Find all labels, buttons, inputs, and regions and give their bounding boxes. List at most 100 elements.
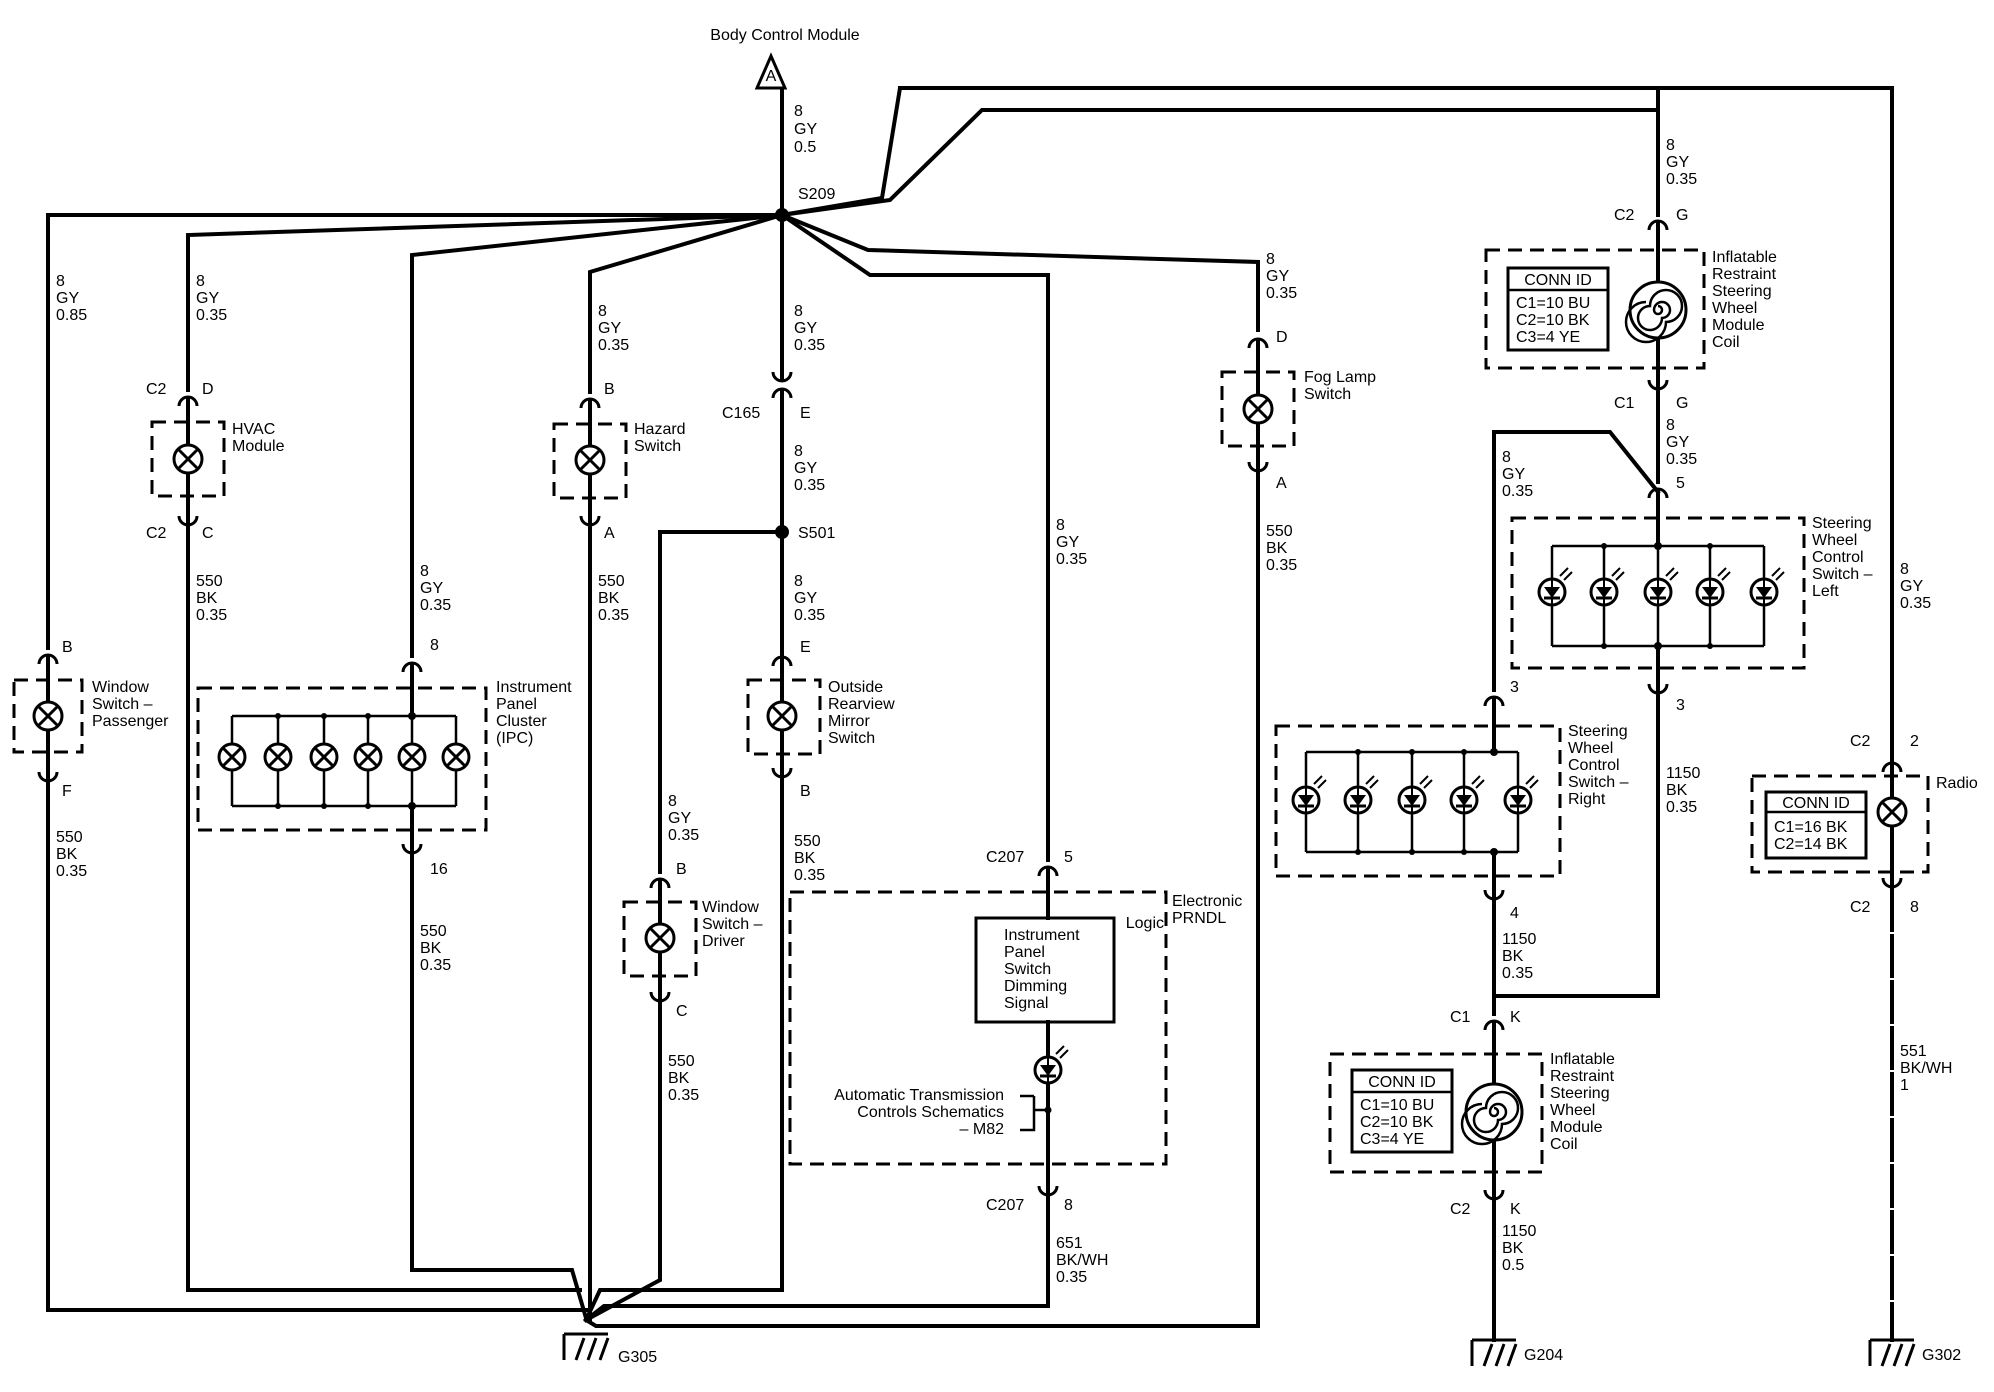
svg-text:0.35: 0.35 [794, 477, 825, 494]
fog-connector-a [1247, 456, 1269, 474]
svg-text:GY: GY [1266, 268, 1289, 285]
pin-k-label: K [1510, 1201, 1521, 1218]
svg-text:8: 8 [598, 303, 607, 320]
coil-lower-connector-k-top [1483, 1018, 1505, 1036]
svg-text:GY: GY [1900, 578, 1923, 595]
svg-text:Panel: Panel [1004, 944, 1045, 961]
svg-text:Switch: Switch [1004, 961, 1051, 978]
wire-ipc-ground [410, 854, 589, 1321]
coil-upper-connector-g-bottom [1647, 374, 1669, 392]
svg-text:550: 550 [196, 573, 223, 590]
svg-text:Inflatable: Inflatable [1550, 1051, 1615, 1068]
svg-text:8: 8 [420, 563, 429, 580]
ipc-connector-8 [401, 660, 423, 678]
hvac-c2-bottom: C2 [146, 525, 167, 542]
svg-text:0.35: 0.35 [1056, 1269, 1087, 1286]
wire-label-radio-gy: 8 GY 0.35 [1900, 561, 1931, 612]
svg-text:Coil: Coil [1712, 334, 1740, 351]
svg-text:BK: BK [196, 590, 218, 607]
svg-text:0.35: 0.35 [1900, 595, 1931, 612]
swc-right-led-array [1291, 708, 1540, 894]
prndl-led-icon [1033, 1044, 1070, 1085]
svg-text:8: 8 [1266, 251, 1275, 268]
svg-text:Switch –: Switch – [92, 696, 153, 713]
pin-b-label: B [800, 783, 811, 800]
hvac-connector-d [177, 394, 199, 412]
svg-text:550: 550 [420, 923, 447, 940]
svg-text:Passenger: Passenger [92, 713, 169, 730]
pin-a-label: A [604, 525, 615, 542]
pin-16-label: 16 [430, 861, 448, 878]
svg-text:Mirror: Mirror [828, 713, 870, 730]
wire-s501-driver [658, 530, 784, 874]
svg-text:0.35: 0.35 [1666, 171, 1697, 188]
svg-text:Wheel: Wheel [1812, 532, 1857, 549]
pin-e-label: E [800, 639, 811, 656]
svg-text:Rearview: Rearview [828, 696, 895, 713]
swc-left-led-array [1537, 500, 1786, 688]
c207-connector-5 [1037, 864, 1059, 882]
bcm-label: Body Control Module [710, 27, 860, 44]
ipc-label: Instrument Panel Cluster (IPC) [496, 679, 572, 747]
svg-text:C3=4 YE: C3=4 YE [1360, 1131, 1424, 1148]
svg-text:8: 8 [1502, 449, 1511, 466]
svg-text:GY: GY [1666, 434, 1689, 451]
svg-text:GY: GY [598, 320, 621, 337]
coil-lower-label: Inflatable Restraint Steering Wheel Modu… [1550, 1051, 1615, 1153]
svg-text:0.35: 0.35 [794, 867, 825, 884]
svg-text:PRNDL: PRNDL [1172, 910, 1226, 927]
wire-label-coil-mid-gy: 8 GY 0.35 [1666, 417, 1697, 468]
svg-text:8: 8 [56, 273, 65, 290]
wire-radio-feed [898, 86, 1894, 762]
wire-label-center-gy-top: 8 GY 0.35 [794, 303, 825, 354]
svg-text:C1=16 BK: C1=16 BK [1774, 819, 1848, 836]
wire-label-passenger-gy: 8 GY 0.85 [56, 273, 87, 324]
svg-text:BK: BK [1266, 540, 1288, 557]
svg-text:Cluster: Cluster [496, 713, 547, 730]
pin-3-label: 3 [1510, 679, 1519, 696]
splice-s209-label: S209 [798, 186, 835, 203]
svg-text:8: 8 [1666, 137, 1675, 154]
radio-c2-top-label: C2 [1850, 733, 1871, 750]
coil-upper-box [1484, 248, 1706, 370]
svg-text:CONN ID: CONN ID [1782, 795, 1850, 812]
wire-label-driver-gy: 8 GY 0.35 [668, 793, 699, 844]
splice-s501-label: S501 [798, 525, 835, 542]
svg-text:Driver: Driver [702, 933, 745, 950]
pin-f-label: F [62, 783, 72, 800]
wire-passenger-ground [46, 782, 588, 1312]
swc-left-connector-3 [1647, 678, 1669, 696]
svg-text:GY: GY [794, 460, 817, 477]
svg-text:Dimming: Dimming [1004, 978, 1067, 995]
svg-text:Wheel: Wheel [1568, 740, 1613, 757]
pin-g-label: G [1676, 207, 1688, 224]
svg-text:Control: Control [1812, 549, 1864, 566]
swc-right-box [1274, 724, 1562, 878]
wire-mirror-ground [583, 778, 784, 1323]
svg-text:Automatic Transmission: Automatic Transmission [834, 1087, 1004, 1104]
radio-lamp-icon [1876, 796, 1908, 828]
wire-label-bcm: 8 GY 0.5 [794, 103, 817, 156]
wire-swc-right-feed [1492, 430, 1661, 692]
swc-left-connector-5 [1647, 486, 1669, 504]
svg-text:0.35: 0.35 [1502, 483, 1533, 500]
prndl-label: Electronic PRNDL [1172, 893, 1242, 927]
hvac-lamp-icon [172, 443, 204, 475]
svg-text:0.35: 0.35 [420, 597, 451, 614]
ground-g305-icon [562, 1332, 614, 1362]
svg-text:0.35: 0.35 [598, 337, 629, 354]
svg-text:GY: GY [1666, 154, 1689, 171]
driver-label: Window Switch – Driver [702, 899, 763, 950]
coil-upper-c1-label: C1 [1614, 395, 1635, 412]
svg-text:Switch –: Switch – [1812, 566, 1873, 583]
svg-text:Module: Module [1550, 1119, 1603, 1136]
svg-text:8: 8 [794, 103, 803, 120]
svg-text:Hazard: Hazard [634, 421, 686, 438]
ground-g305-label: G305 [618, 1349, 657, 1366]
hazard-connector-a [579, 510, 601, 528]
svg-text:0.35: 0.35 [420, 957, 451, 974]
svg-text:Restraint: Restraint [1550, 1068, 1615, 1085]
svg-text:GY: GY [794, 121, 817, 138]
ipc-box [196, 686, 488, 832]
